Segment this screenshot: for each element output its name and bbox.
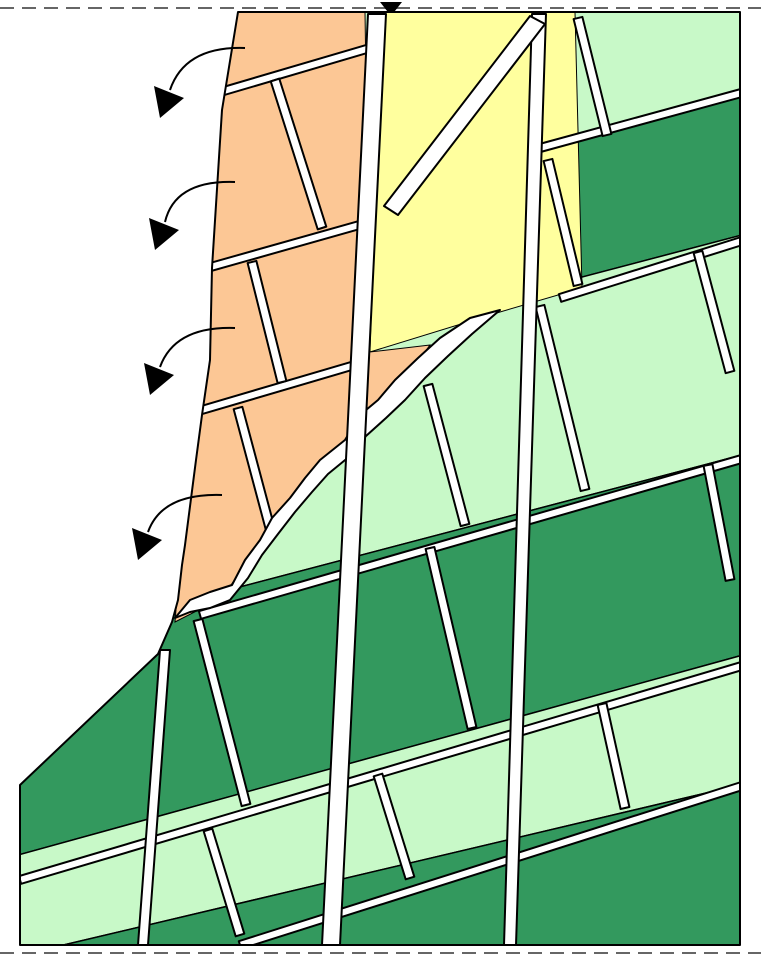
arrowhead-icon: [132, 528, 162, 560]
arrowhead-icon: [154, 86, 184, 118]
arrowhead-icon: [149, 218, 179, 250]
arrowhead-icon: [144, 363, 174, 395]
